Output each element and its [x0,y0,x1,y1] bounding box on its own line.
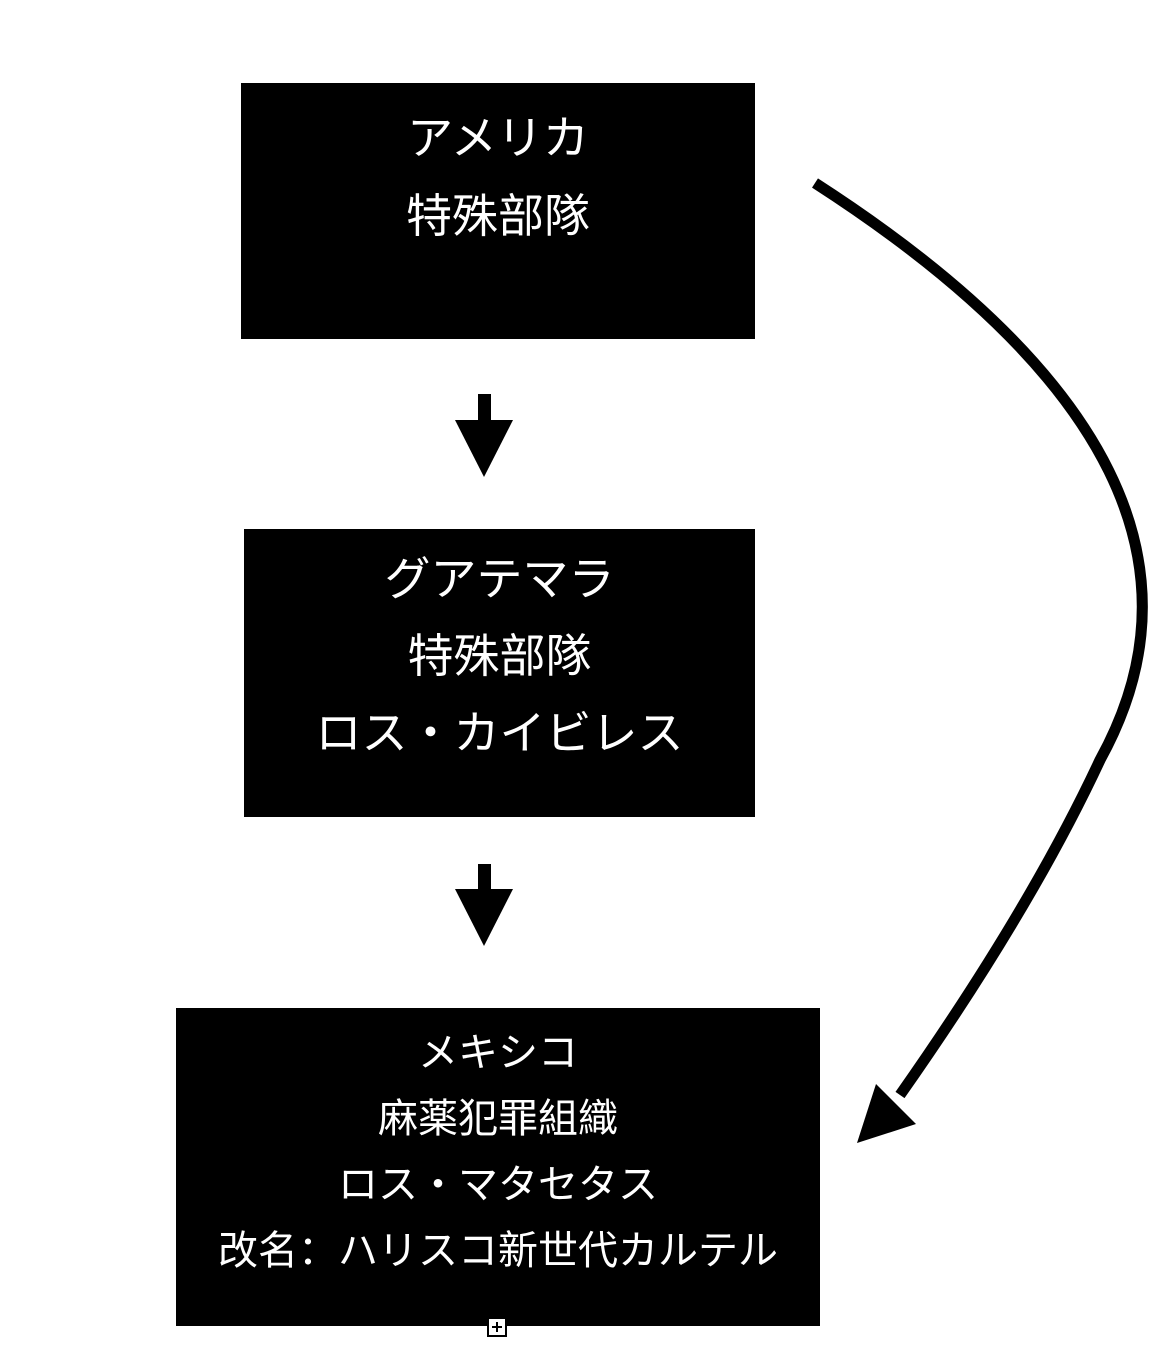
node-usa-line-2: 特殊部隊 [406,189,590,243]
node-guatemala[interactable]: グアテマラ 特殊部隊 ロス・カイビレス [244,529,755,817]
node-mexico-line-4: 改名：ハリスコ新世代カルテル [218,1228,778,1274]
node-mexico[interactable]: メキシコ 麻薬犯罪組織 ロス・マタセタス 改名：ハリスコ新世代カルテル [176,1008,820,1326]
node-guatemala-line-1: グアテマラ [384,552,615,606]
arrow-guatemala-to-mexico [455,864,513,946]
node-usa-line-1: アメリカ [407,111,589,165]
arrow-usa-to-guatemala [455,394,513,477]
arrow-usa-to-mexico-curved [812,178,1148,1143]
node-mexico-line-2: 麻薬犯罪組織 [378,1096,618,1142]
node-mexico-line-3: ロス・マタセタス [338,1162,658,1208]
node-mexico-line-1: メキシコ [418,1030,578,1076]
node-usa[interactable]: アメリカ 特殊部隊 [241,83,755,339]
plus-square-icon[interactable] [487,1317,507,1337]
node-guatemala-line-2: 特殊部隊 [407,629,592,683]
node-guatemala-line-3: ロス・カイビレス [315,706,684,760]
